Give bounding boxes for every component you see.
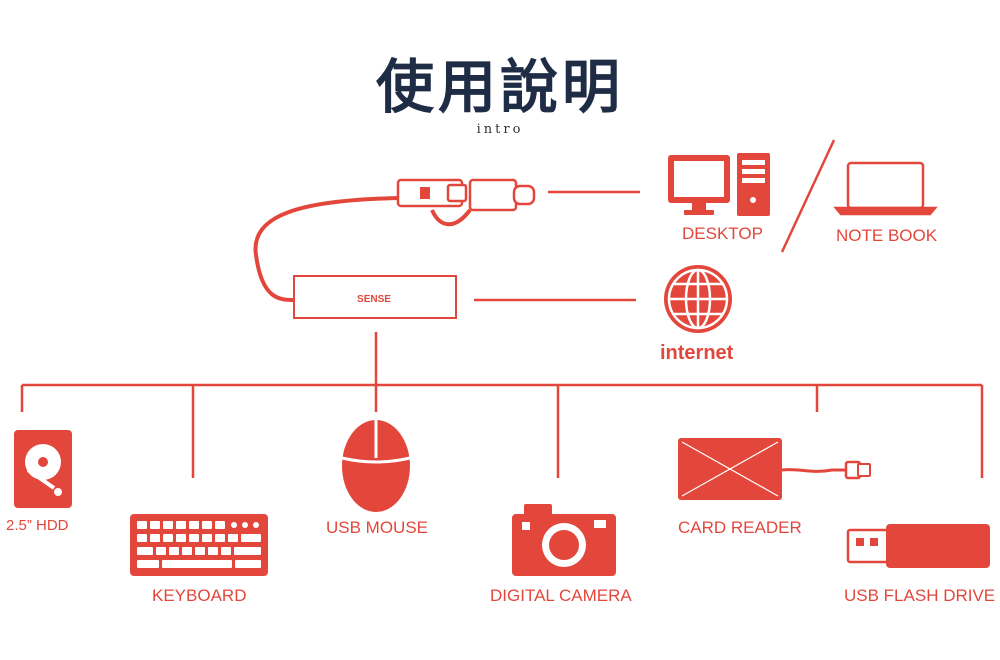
label-mouse: USB MOUSE <box>326 518 429 537</box>
label-desktop: DESKTOP <box>682 224 763 243</box>
usb-flash-drive-icon <box>846 524 990 568</box>
label-notebook: NOTE BOOK <box>836 226 938 245</box>
usb-a-plug-icon <box>396 178 468 208</box>
camera-icon <box>512 504 616 576</box>
label-hdd: 2.5” HDD <box>6 517 69 534</box>
laptop-icon <box>833 161 938 216</box>
hub-brand-text: SENSE <box>357 294 391 305</box>
globe-icon <box>664 265 732 333</box>
keyboard-icon <box>130 514 268 576</box>
hub-cable <box>253 196 401 302</box>
desktop-monitor-icon <box>668 155 730 215</box>
label-camera: DIGITAL CAMERA <box>490 586 632 605</box>
label-flash-drive: USB FLASH DRIVE <box>844 586 996 605</box>
mouse-icon <box>341 420 411 512</box>
usb-hub: SENSE <box>293 275 457 319</box>
pc-tower-icon <box>737 153 770 216</box>
page-subtitle: intro <box>476 122 524 137</box>
hard-drive-icon <box>14 430 72 508</box>
label-keyboard: KEYBOARD <box>152 586 247 605</box>
plug-split-cable <box>430 208 472 227</box>
label-card-reader: CARD READER <box>678 518 802 537</box>
card-reader-icon <box>678 438 871 500</box>
page-title: 使用說明 <box>375 53 624 121</box>
desktop-notebook-divider <box>780 139 836 253</box>
label-internet: internet <box>660 342 734 364</box>
usb-c-plug-icon <box>468 178 536 212</box>
